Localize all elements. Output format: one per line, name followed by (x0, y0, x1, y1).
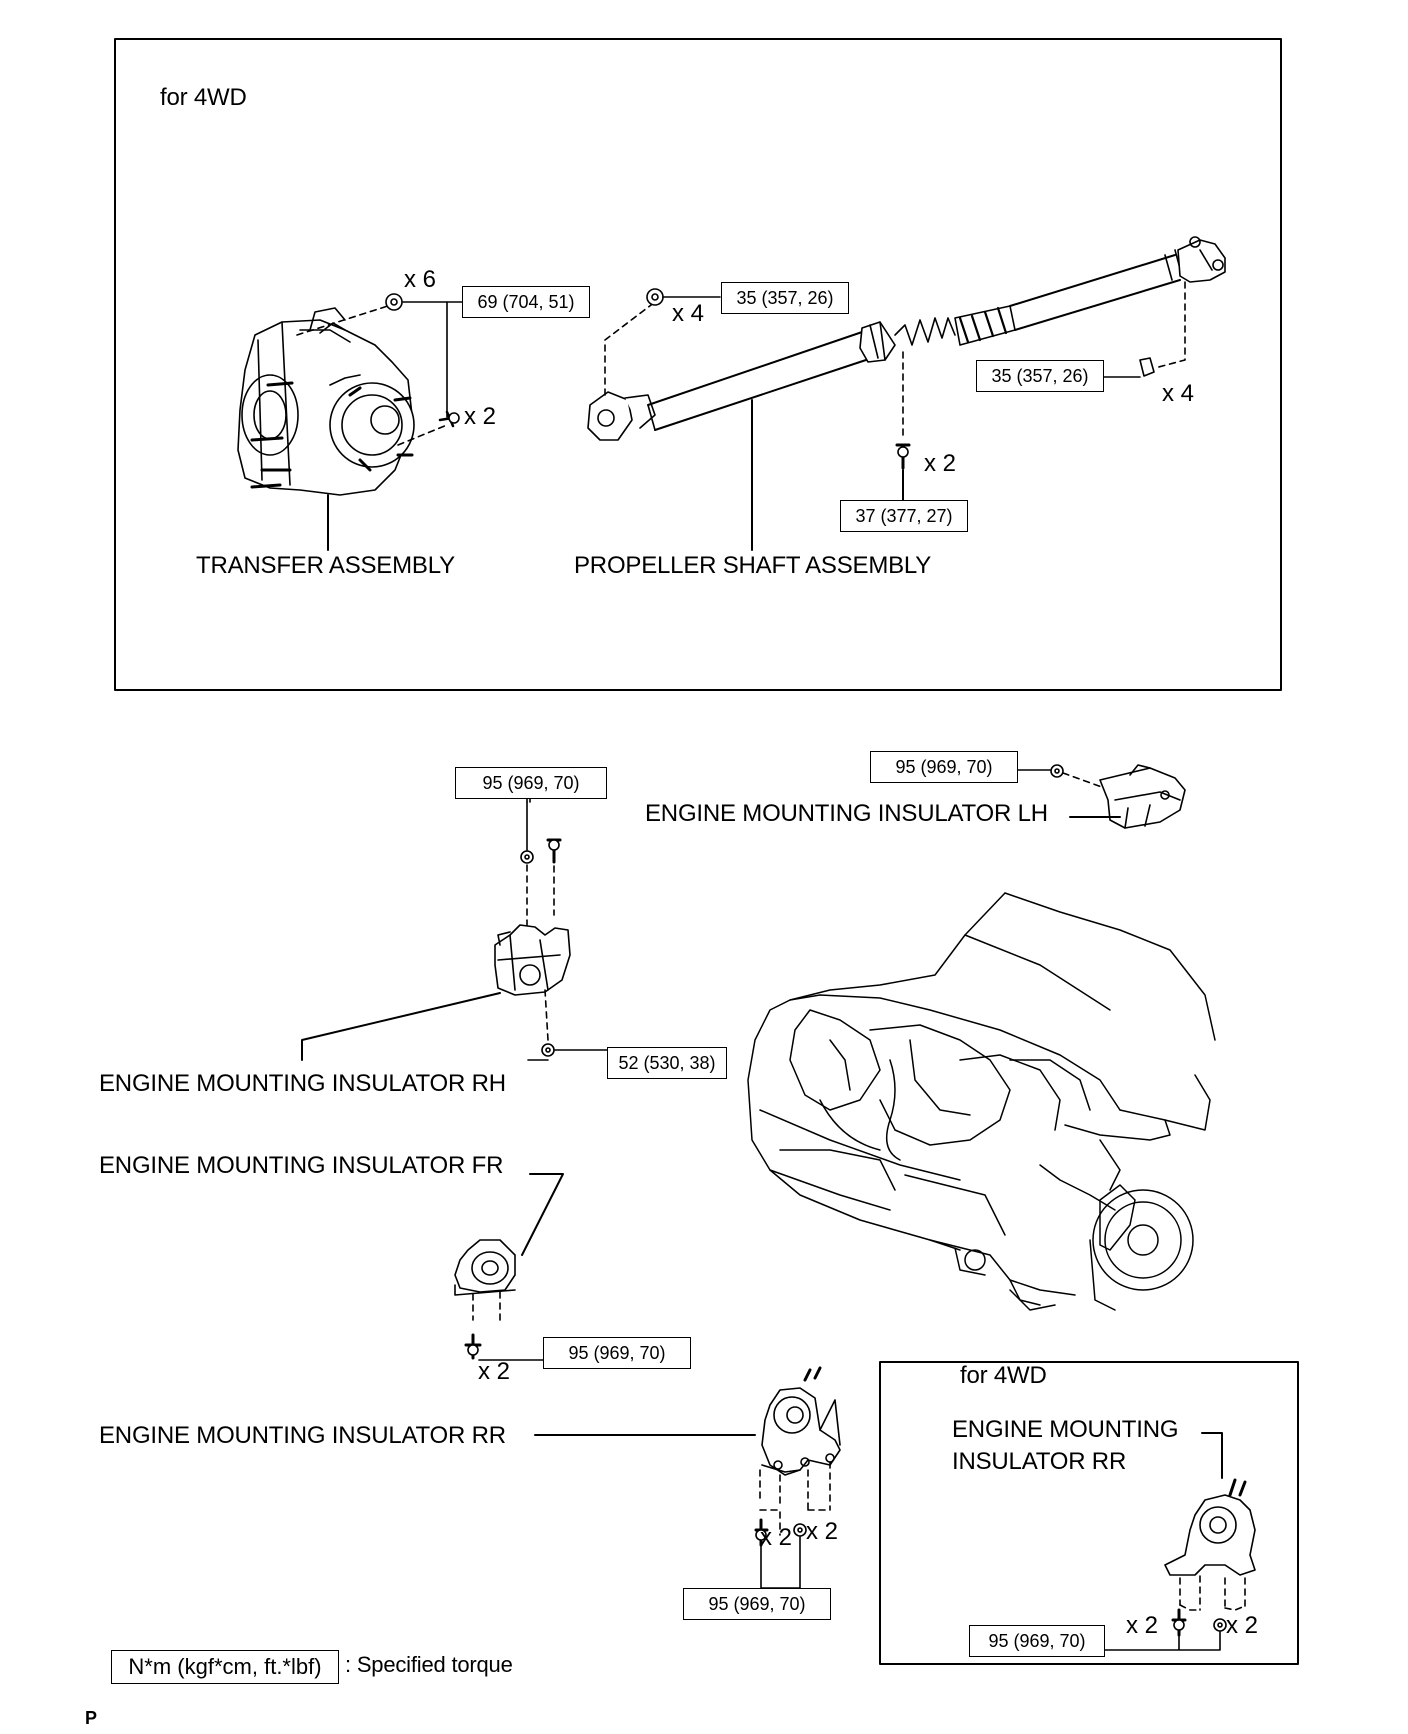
label-propeller-shaft-assembly: PROPELLER SHAFT ASSEMBLY (574, 552, 932, 579)
propeller-shaft-drawing (587, 236, 1226, 551)
emi-lh-drawing (1016, 764, 1186, 829)
top-panel-heading: for 4WD (160, 84, 247, 111)
torque-rh-bottom: 52 (530, 38) (607, 1047, 727, 1079)
label-emi-fr: ENGINE MOUNTING INSULATOR FR (99, 1152, 504, 1179)
qty-rr4-bolt: x 2 (1126, 1612, 1159, 1639)
torque-prop-rear: 35 (357, 26) (976, 360, 1104, 392)
torque-rh-top: 95 (969, 70) (455, 767, 607, 799)
qty-rr4-nut: x 2 (1226, 1612, 1259, 1639)
torque-prop-front: 35 (357, 26) (721, 282, 849, 314)
qty-fr: x 2 (478, 1358, 511, 1385)
qty-transfer-bolt: x 2 (464, 403, 497, 430)
emi-fr-drawing (454, 1173, 564, 1361)
inset-label-line1: ENGINE MOUNTING (952, 1416, 1179, 1443)
label-transfer-assembly: TRANSFER ASSEMBLY (196, 552, 455, 579)
emi-rr-4wd-drawing (1104, 1432, 1256, 1651)
legend-unit-box: N*m (kgf*cm, ft.*lbf) (111, 1650, 339, 1684)
label-emi-lh: ENGINE MOUNTING INSULATOR LH (645, 800, 1048, 827)
page-code: P (85, 1708, 98, 1728)
qty-rr-nut: x 2 (806, 1518, 839, 1545)
torque-transfer-bolts: 69 (704, 51) (462, 286, 590, 318)
qty-prop-center: x 2 (924, 450, 957, 477)
torque-lh: 95 (969, 70) (870, 751, 1018, 783)
inset-label-line2: INSULATOR RR (952, 1448, 1127, 1475)
vehicle-front-drawing (747, 892, 1216, 1311)
inset-heading: for 4WD (960, 1362, 1047, 1389)
label-emi-rr: ENGINE MOUNTING INSULATOR RR (99, 1422, 506, 1449)
torque-prop-center: 37 (377, 27) (840, 500, 968, 532)
legend-text: : Specified torque (345, 1652, 513, 1677)
emi-rr-drawing (534, 1366, 841, 1601)
qty-transfer-nut: x 6 (404, 266, 437, 293)
label-emi-rh: ENGINE MOUNTING INSULATOR RH (99, 1070, 506, 1097)
torque-rr: 95 (969, 70) (683, 1588, 831, 1620)
torque-rr-4wd: 95 (969, 70) (969, 1625, 1105, 1657)
qty-rr-bolt: x 2 (760, 1524, 793, 1551)
inset-4wd-frame (879, 1361, 1299, 1665)
transfer-fasteners (327, 293, 463, 551)
torque-fr: 95 (969, 70) (543, 1337, 691, 1369)
qty-prop-front: x 4 (672, 300, 705, 327)
transfer-assembly-drawing (237, 303, 448, 496)
qty-prop-rear: x 4 (1162, 380, 1195, 407)
emi-rh-drawing (301, 794, 609, 1061)
top-panel-frame (114, 38, 1282, 691)
